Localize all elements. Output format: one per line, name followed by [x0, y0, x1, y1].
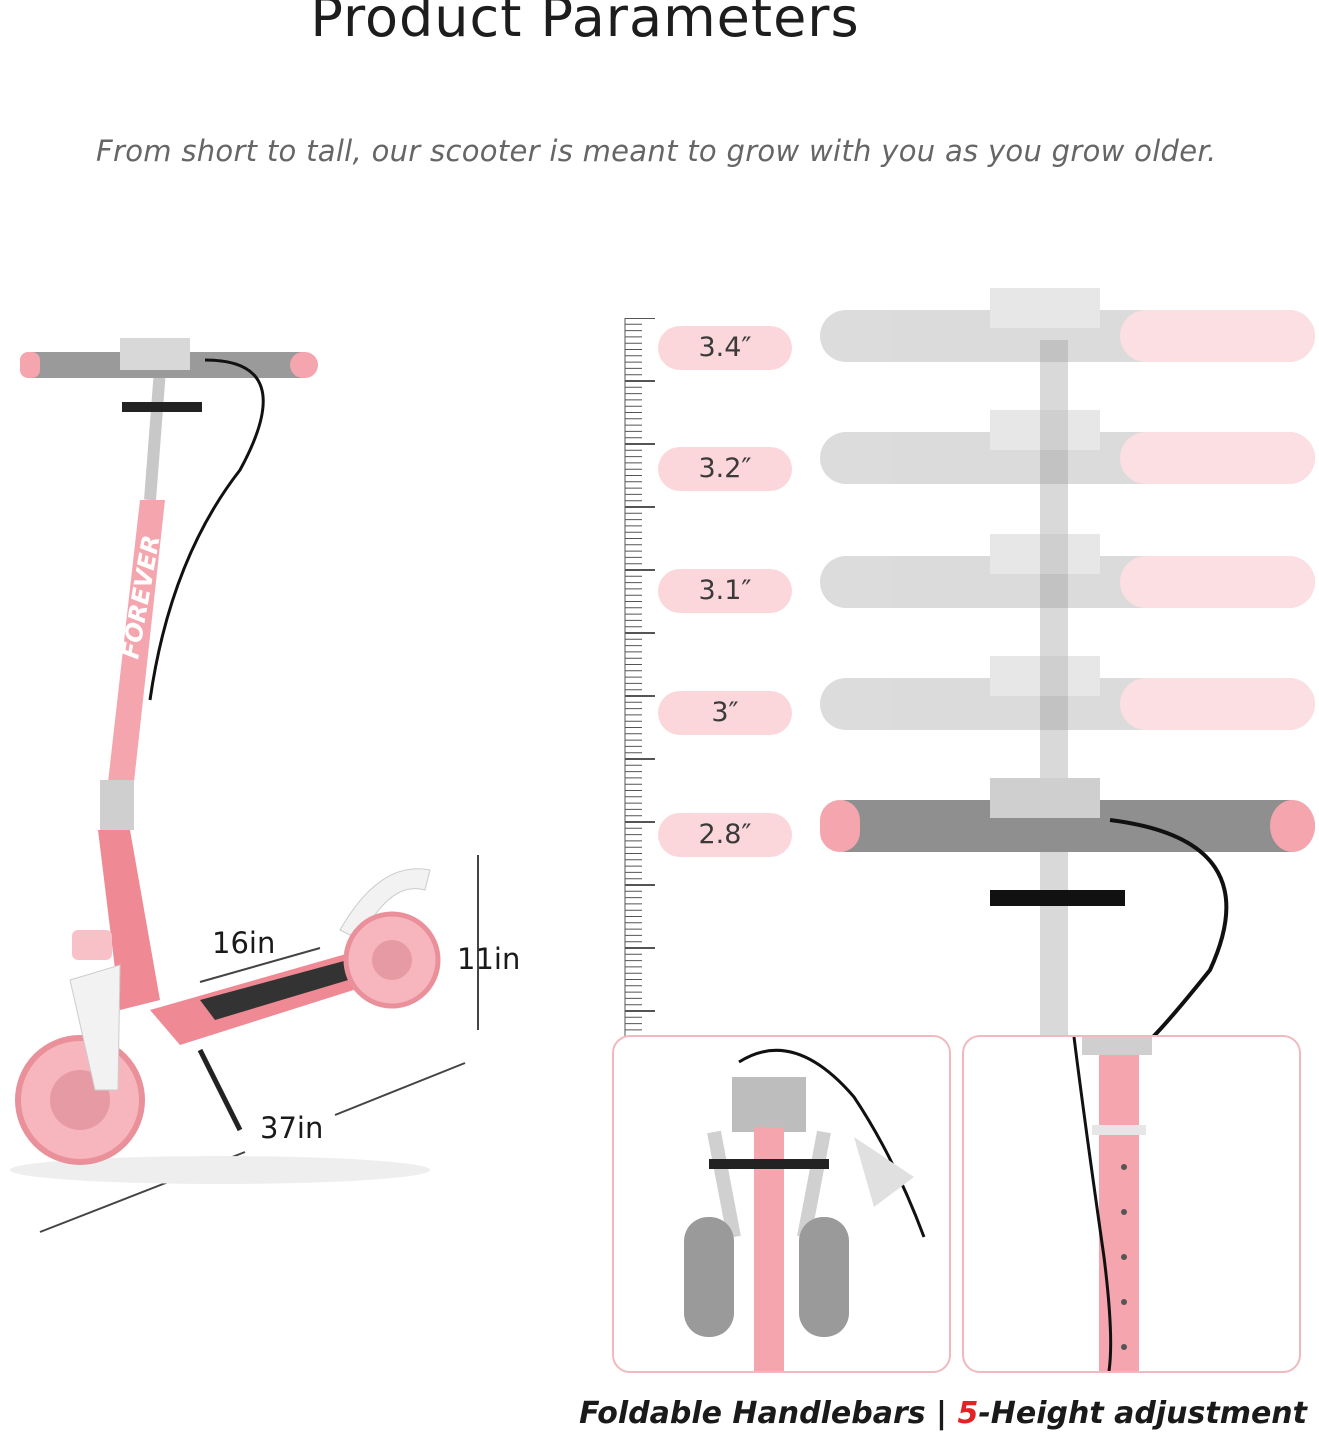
deck-length-label: 16in	[212, 926, 276, 960]
height-pill: 3.4″	[658, 326, 792, 370]
handlebar-height-stack	[820, 288, 1315, 1040]
height-adjustment-inset	[962, 1035, 1301, 1373]
feature-caption-accent: 5	[957, 1396, 979, 1431]
brand-label: FOREVER	[116, 533, 165, 661]
height-pill: 3.2″	[658, 447, 792, 491]
feature-caption-part2: -Height adjustment	[978, 1396, 1307, 1431]
scooter-illustration: FOREVER	[10, 338, 479, 1233]
height-pill: 3″	[658, 691, 792, 735]
height-pill: 2.8″	[658, 813, 792, 857]
foldable-handlebar-inset	[612, 1035, 951, 1373]
page-subtitle: From short to tall, our scooter is meant…	[96, 134, 1217, 168]
page-title: Product Parameters	[310, 0, 860, 49]
feature-caption-part1: Foldable Handlebars |	[579, 1396, 958, 1431]
height-label: 11in	[457, 942, 521, 976]
height-pill: 3.1″	[658, 569, 792, 613]
total-length-label: 37in	[260, 1111, 324, 1145]
height-ruler	[624, 318, 655, 1036]
feature-caption: Foldable Handlebars | 5-Height adjustmen…	[579, 1396, 1307, 1431]
